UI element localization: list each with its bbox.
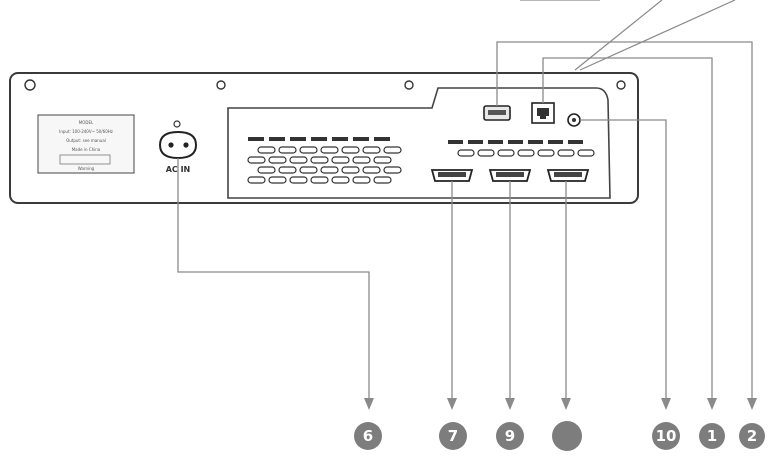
rating-label: MODEL Input: 100-240V~ 50/60Hz Output: s… [37,114,135,174]
leader-10 [580,119,667,400]
vent-slot [269,137,285,141]
vent-slot [557,149,575,157]
lan-port [531,102,555,124]
leader-top-2 [574,0,663,71]
vent-slot [320,166,339,174]
hdmi-port-3 [546,169,590,182]
vent-slot [310,176,329,184]
callout-9: 9 [496,422,524,450]
vent-slot [278,146,297,154]
vent-slot [278,166,297,174]
vent-slot [548,140,563,144]
vent-slot [247,176,266,184]
callout-7: 7 [439,422,467,450]
vent-slot [320,146,339,154]
vent-slot [248,137,264,141]
vent-slot [332,137,348,141]
vent-slot [299,146,318,154]
screw-icon [404,80,414,90]
callout-7-label: 7 [448,427,458,445]
rating-line-2: Input: 100-240V~ 50/60Hz [59,129,113,134]
leader-6 [177,158,370,400]
rating-line-3: Output: see manual [66,138,106,143]
screw-icon [24,79,36,91]
callout-6-label: 6 [363,427,373,445]
vent-slot [311,137,327,141]
screws [24,79,626,91]
device-body: MODEL Input: 100-240V~ 50/60Hz Output: s… [9,72,639,204]
vent-slot [341,146,360,154]
vent-slot [477,149,495,157]
screw-icon [616,80,626,90]
callout-2-label: 2 [747,427,757,445]
vent-slot [468,140,483,144]
vent-slot [257,166,276,174]
hdmi-port-2 [488,169,532,182]
ac-socket-icon [158,130,198,160]
vent-slot [568,140,583,144]
leader-2 [496,41,753,400]
vent-slot [299,166,318,174]
callout-9-label: 9 [505,427,515,445]
vent-slot [352,176,371,184]
vent-slots [247,137,595,184]
usb-port [483,105,511,121]
vent-slot [268,156,287,164]
rating-line-4: Made in China [72,147,101,152]
vent-slot [362,146,381,154]
vent-slot [508,140,523,144]
vent-slot [310,156,329,164]
vent-slot [383,166,402,174]
ac-switch-icon [173,120,181,128]
hdmi-port-1 [430,169,474,182]
vent-slot [528,140,543,144]
callouts: 6 7 9 10 1 2 [354,421,765,451]
screw-icon [216,80,226,90]
vent-slot [268,176,287,184]
vent-slot [353,137,369,141]
vent-slot [289,156,308,164]
vent-slot [457,149,475,157]
vent-slot [497,149,515,157]
vent-slot [290,137,306,141]
vent-slot [537,149,555,157]
rating-footer: Warning [78,166,95,171]
vent-slot [331,156,350,164]
rating-line-1: MODEL [79,120,94,125]
vent-slot [374,137,390,141]
top-leader-lines [520,0,736,71]
vent-slot [373,176,392,184]
vent-slot [289,176,308,184]
callout-6: 6 [354,422,382,450]
vent-slot [517,149,535,157]
vent-slot [373,156,392,164]
vent-slot [362,166,381,174]
arrow-heads [364,398,757,410]
callout-10: 10 [652,422,680,450]
vent-slot [383,146,402,154]
leader-1 [542,57,713,400]
callout-1: 1 [699,423,725,449]
vent-slot [488,140,503,144]
audio-jack [567,113,581,127]
vent-slot [341,166,360,174]
vent-slot [352,156,371,164]
vent-slot [577,149,595,157]
callout-10-label: 10 [656,427,677,445]
callout-leader-lines [177,41,753,400]
vent-slot [247,156,266,164]
callout-2: 2 [739,423,765,449]
callout-1-label: 1 [707,427,717,445]
vent-slot [448,140,463,144]
vent-slot [331,176,350,184]
callout-blank [552,421,582,451]
vent-slot [257,146,276,154]
